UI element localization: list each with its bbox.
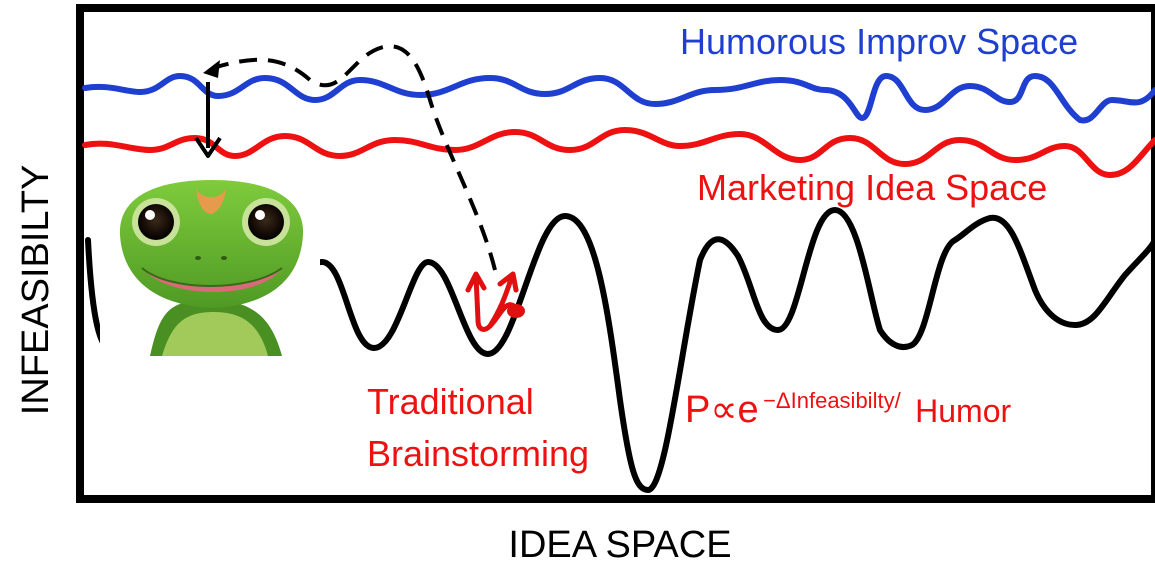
current-state-marker xyxy=(507,304,525,318)
formula-prefix: P∝e xyxy=(685,389,759,431)
x-axis-label: IDEA SPACE xyxy=(508,524,731,566)
marketing-idea-curve xyxy=(82,126,1155,179)
humorous-improv-curve xyxy=(82,72,1155,124)
y-axis-label: INFEASIBILTY xyxy=(15,165,57,416)
humorous-improv-label: Humorous Improv Space xyxy=(680,21,1078,62)
formula-suffix: Humor xyxy=(915,393,1011,429)
down-arrow-head-icon xyxy=(194,136,222,158)
dashed-jump-path xyxy=(205,44,497,271)
plot-frame xyxy=(76,4,1155,503)
brainstorm-label-line1: Traditional xyxy=(367,381,534,422)
marketing-idea-label: Marketing Idea Space xyxy=(697,167,1047,208)
formula-exponent: −ΔInfeasibilty/ xyxy=(763,388,901,413)
traditional-brainstorming-label: Traditional Brainstorming xyxy=(367,381,589,474)
gecko-mascot-image xyxy=(100,168,320,356)
local-move-arrows-icon xyxy=(465,271,519,332)
acceptance-formula: P∝e −ΔInfeasibilty/ Humor xyxy=(685,388,1012,431)
dashed-arrowhead-icon xyxy=(203,60,220,78)
brainstorm-label-line2: Brainstorming xyxy=(367,433,589,474)
